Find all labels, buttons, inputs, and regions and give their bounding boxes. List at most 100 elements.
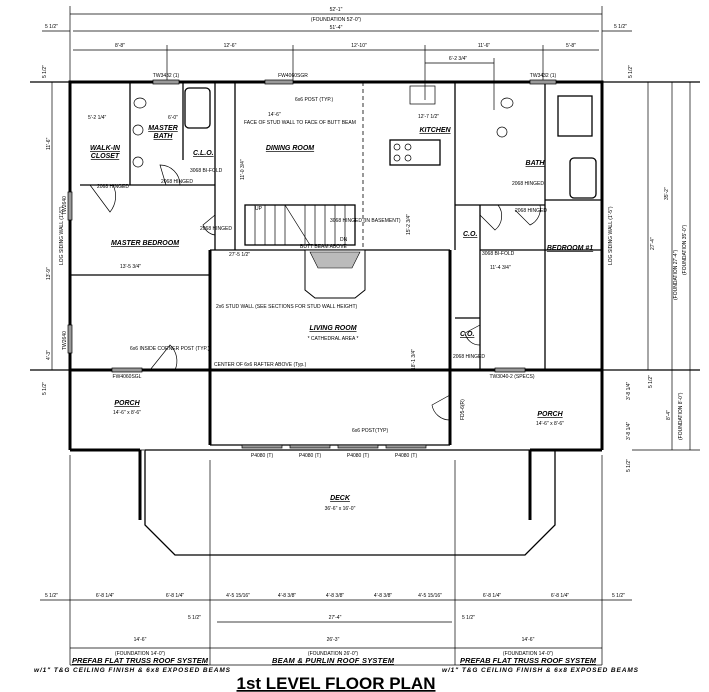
patio-door-label: P4080 (T) — [347, 453, 370, 459]
dim: 5 1/2" — [612, 593, 625, 599]
bottom-dimensions: 5 1/2" 6'-8 1/4" 6'-8 1/4" 4'-5 15/16" 4… — [40, 455, 632, 666]
note: LOG SIDING WALL (1'-5") — [59, 206, 65, 265]
stair-up: UP — [255, 206, 263, 212]
room-walk-in-closet: WALK-IN — [90, 145, 121, 152]
dim-segment: 11'-6" — [478, 43, 491, 49]
closet-label: C.O. — [463, 231, 477, 238]
dim: 4'-8 3/8" — [278, 593, 297, 599]
dim: (FOUNDATION 26'-0") — [308, 651, 358, 657]
room-porch-left: PORCH — [114, 400, 140, 407]
left-dimensions: 5 1/2" 11'-6" 13'-9" 4'-3" 5 1/2" — [42, 65, 53, 395]
note: BUTT BEAM ABOVE — [300, 244, 348, 250]
patio-door-label: P4080 (T) — [395, 453, 418, 459]
dim: 5 1/2" — [626, 459, 632, 472]
foundation-width: (FOUNDATION 52'-0") — [311, 17, 361, 23]
dim: 6'-8 1/4" — [166, 593, 185, 599]
dim-segment: 8'-8" — [115, 43, 125, 49]
dim: 13'-5 3/4" — [120, 264, 141, 270]
note: FACE OF STUD WALL TO FACE OF BUTT BEAM — [244, 120, 356, 126]
note: LOG SIDING WALL (1'-5") — [608, 206, 614, 265]
dim: 8'-4" — [666, 410, 672, 420]
room-deck: DECK — [330, 495, 351, 502]
window-label: TW3432 (1) — [153, 73, 180, 79]
room-master-bath: MASTER — [148, 125, 178, 132]
room-labels: WALK-IN CLOSET MASTER BATH DINING ROOM K… — [90, 125, 593, 512]
patio-door-label: P4080 (T) — [251, 453, 274, 459]
window-label: TW2640 — [62, 196, 68, 215]
door-note: 3068 BI-FOLD — [482, 251, 515, 257]
door-note: 2068 HINGED — [512, 181, 544, 187]
dim-sub: 6'-2 3/4" — [449, 56, 468, 62]
windows: TW3432 (1) FW4060SGR TW3432 (1) TW2640 T… — [62, 73, 557, 459]
dim-segment: 5'-8" — [566, 43, 576, 49]
room-master-bedroom: MASTER BEDROOM — [111, 240, 179, 247]
door-note: 2068 HINGED — [97, 184, 129, 190]
living-note: * CATHEDRAL AREA * — [308, 336, 359, 342]
dim: (FOUNDATION 14'-0") — [503, 651, 553, 657]
dim: 4'-5 15/16" — [418, 593, 442, 599]
dim: 4'-5 15/16" — [226, 593, 250, 599]
room-kitchen: KITCHEN — [419, 127, 451, 134]
window-label: TW3432 (1) — [530, 73, 557, 79]
dim: 6'-8 1/4" — [483, 593, 502, 599]
dim: 14'-6" — [522, 637, 535, 643]
door-note: 2068 HINGED — [161, 179, 193, 185]
dim: 5 1/2" — [188, 615, 201, 621]
dim: 5 1/2" — [42, 382, 48, 395]
dim-segment: 12'-10" — [351, 43, 367, 49]
window-label: TW3040-2 (SPECS) — [489, 374, 534, 380]
dim: 11'-6" — [46, 137, 52, 150]
dim: (FOUNDATION 14'-0") — [115, 651, 165, 657]
roof-system-left-sub: w/1" T&G CEILING FINISH & 6x8 EXPOSED BE… — [34, 667, 231, 674]
overall-width: 52'-1" — [330, 7, 343, 13]
stair-down: DN — [340, 237, 348, 243]
plan-title: 1st LEVEL FLOOR PLAN — [237, 674, 436, 692]
dim: 26'-3" — [327, 637, 340, 643]
dim: 5 1/2" — [648, 375, 654, 388]
dim: 27'-4" — [650, 237, 656, 250]
room-porch-right: PORCH — [537, 411, 563, 418]
dim: 5 1/2" — [628, 65, 634, 78]
roof-system-right: PREFAB FLAT TRUSS ROOF SYSTEM — [460, 656, 597, 665]
dim: 15'-2 3/4" — [406, 214, 412, 235]
dim: 13'-9" — [46, 267, 52, 280]
closet-label: C.O. — [460, 331, 474, 338]
dim: 4'-3" — [46, 350, 52, 360]
note: 6x6 POST(TYP) — [352, 428, 388, 434]
roof-system-labels: PREFAB FLAT TRUSS ROOF SYSTEM w/1" T&G C… — [34, 656, 639, 674]
window-label: FW4060SGL — [113, 374, 142, 380]
interior-walls — [70, 82, 602, 421]
note: 6x6 POST (TYP.) — [295, 97, 333, 103]
roof-system-left: PREFAB FLAT TRUSS ROOF SYSTEM — [72, 656, 209, 665]
room-master-bath: BATH — [154, 133, 174, 140]
porch-left-size: 14'-6" x 8'-6" — [113, 410, 141, 416]
roof-system-right-sub: w/1" T&G CEILING FINISH & 6x8 EXPOSED BE… — [442, 667, 639, 674]
dim: 11'-0 3/4" — [240, 159, 246, 180]
door-note: 2068 HINGED — [200, 226, 232, 232]
room-bath: BATH — [526, 160, 546, 167]
top-dimensions: 52'-1" (FOUNDATION 52'-0") 51'-4" 5 1/2"… — [42, 6, 632, 110]
room-bedroom-1: BEDROOM #1 — [547, 245, 593, 252]
dim: 14'-6" — [268, 112, 281, 118]
closet-label: C.L.O. — [193, 150, 214, 157]
dim: (FOUNDATION 27'-4") — [673, 250, 679, 300]
dim: 27'-4" — [329, 615, 342, 621]
dim: 27'-5 1/2" — [229, 252, 250, 258]
porch-right-size: 14'-6" x 8'-6" — [536, 421, 564, 427]
window-label: FW4060SGR — [278, 73, 308, 79]
patio-door-label: P4080 (T) — [299, 453, 322, 459]
dim: 3'-8 1/4" — [626, 421, 632, 440]
note: 6x6 INSIDE CORNER POST (TYP.) — [130, 346, 210, 352]
dim: 14'-6" — [134, 637, 147, 643]
dim: (FOUNDATION 8'-0") — [678, 392, 684, 440]
dim-segment: 12'-6" — [224, 43, 237, 49]
left-offset: 5 1/2" — [45, 24, 58, 30]
right-dimensions: 5 1/2" 27'-4" 35'-2" (FOUNDATION 35'-0")… — [626, 65, 700, 472]
dim: 5 1/2" — [462, 615, 475, 621]
right-offset: 5 1/2" — [614, 24, 627, 30]
dim: 4'-8 3/8" — [326, 593, 345, 599]
door-note: 2068 HINGED — [453, 354, 485, 360]
dim: 6'-8 1/4" — [551, 593, 570, 599]
door-note: 3068 HINGED (IN BASEMENT) — [330, 218, 401, 224]
